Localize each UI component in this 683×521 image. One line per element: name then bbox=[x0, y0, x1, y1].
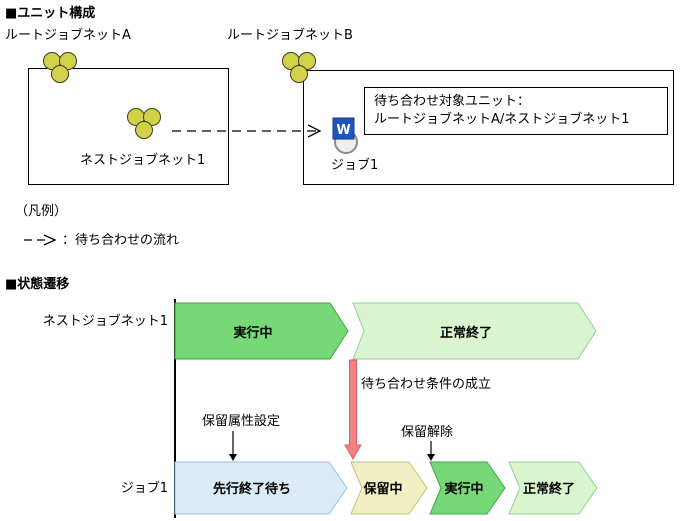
wait-condition-label: 待ち合わせ条件の成立 bbox=[361, 377, 492, 392]
root-jobnet-b-label: ルートジョブネットB bbox=[227, 28, 353, 43]
unit-config-heading: ■ユニット構成 bbox=[5, 6, 96, 21]
jobnet-icon-circle bbox=[298, 52, 316, 70]
hold-release-arrow bbox=[427, 441, 435, 461]
wait-flow-arrow bbox=[172, 124, 322, 138]
hold-attr-set-label: 保留属性設定 bbox=[202, 414, 281, 429]
bar-nested-running bbox=[174, 302, 349, 360]
wait-target-callout: 待ち合わせ対象ユニット： ルートジョブネットA/ネストジョブネット1 bbox=[364, 87, 668, 135]
hold-attr-set-arrowhead bbox=[229, 454, 237, 461]
wait-flow-arrowhead bbox=[307, 124, 322, 138]
jobnet-icon-nested bbox=[127, 108, 161, 139]
wait-target-callout-line1: 待ち合わせ対象ユニット： bbox=[374, 94, 531, 109]
wait-condition-arrow bbox=[344, 359, 362, 461]
jobnet-icon-circle bbox=[135, 121, 153, 139]
timeline-row2-label: ジョブ1 bbox=[120, 481, 168, 496]
timeline-row1-label: ネストジョブネット1 bbox=[42, 314, 168, 329]
job-wait-icon: W bbox=[332, 117, 358, 154]
root-jobnet-a-box bbox=[28, 68, 229, 185]
job-wait-icon-square bbox=[332, 117, 355, 140]
bar-job-normal-end bbox=[508, 461, 598, 515]
root-jobnet-a-label: ルートジョブネットA bbox=[5, 28, 131, 43]
hold-release-arrowhead bbox=[427, 454, 435, 461]
jobnet-icon-root-a bbox=[43, 52, 77, 83]
legend-heading: （凡例） bbox=[15, 204, 68, 219]
jobnet-icon-root-b bbox=[282, 52, 316, 83]
bar-job-running bbox=[429, 461, 506, 515]
jobnet-icon-circle bbox=[290, 65, 308, 83]
bar-nested-normal-end bbox=[352, 302, 597, 360]
wait-target-callout-line2: ルートジョブネットA/ネストジョブネット1 bbox=[374, 112, 630, 127]
jobnet-icon-circle bbox=[143, 108, 161, 126]
legend-wait-flow-arrow bbox=[24, 234, 57, 246]
job-wait-icon-letter: W bbox=[336, 123, 350, 138]
bar-job-wait-prior-end bbox=[174, 461, 348, 515]
hold-release-label: 保留解除 bbox=[401, 425, 454, 440]
jobnet-icon-circle bbox=[51, 65, 69, 83]
nested-jobnet-label: ネストジョブネット1 bbox=[80, 153, 206, 168]
job1-label: ジョブ1 bbox=[331, 158, 379, 173]
legend-arrowhead bbox=[43, 234, 57, 246]
state-transition-heading: ■状態遷移 bbox=[5, 277, 70, 292]
legend-wait-flow-label: ：待ち合わせの流れ bbox=[62, 233, 180, 248]
bar-job-hold bbox=[350, 461, 428, 515]
jobnet-icon-circle bbox=[59, 52, 77, 70]
hold-attr-set-arrow bbox=[229, 431, 237, 461]
root-jobnet-b-box bbox=[303, 70, 674, 185]
